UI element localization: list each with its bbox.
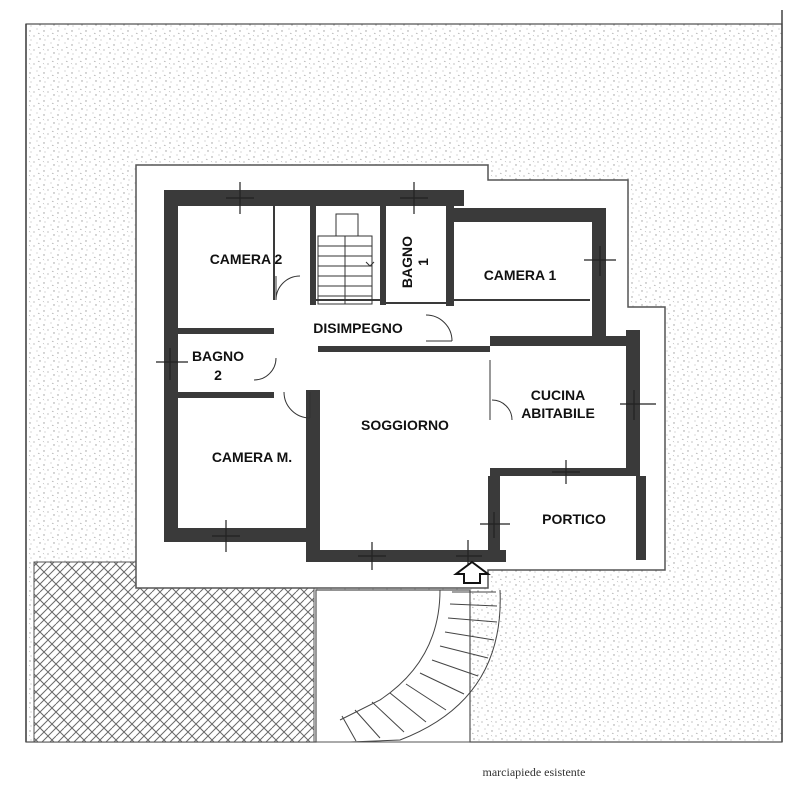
room-label-soggiorno: SOGGIORNO — [361, 417, 449, 433]
door-swings — [253, 275, 513, 421]
sidewalk-label: marciapiede esistente — [483, 765, 586, 779]
room-label-disimpegno: DISIMPEGNO — [313, 320, 403, 336]
walls — [164, 190, 646, 562]
paved-area — [33, 561, 315, 743]
building-footprint — [135, 164, 666, 589]
spiral-staircase — [339, 589, 501, 743]
room-label-bagno-2: BAGNO — [192, 348, 244, 364]
room-label-bagno-1: BAGNO — [399, 236, 415, 288]
room-label-bagno-1-number: 1 — [415, 258, 431, 266]
internal-stair — [317, 213, 375, 305]
room-label-camera-1: CAMERA 1 — [484, 267, 557, 283]
room-label-portico: PORTICO — [542, 511, 606, 527]
windows — [156, 182, 656, 570]
room-label-camera-m: CAMERA M. — [212, 449, 292, 465]
room-label-cucina: CUCINA — [531, 387, 585, 403]
room-label-abitabile: ABITABILE — [521, 405, 595, 421]
partitions — [273, 206, 590, 304]
entrance-arrow-icon — [453, 560, 491, 584]
room-label-bagno-2-number: 2 — [214, 367, 222, 383]
room-label-camera-2: CAMERA 2 — [210, 251, 283, 267]
